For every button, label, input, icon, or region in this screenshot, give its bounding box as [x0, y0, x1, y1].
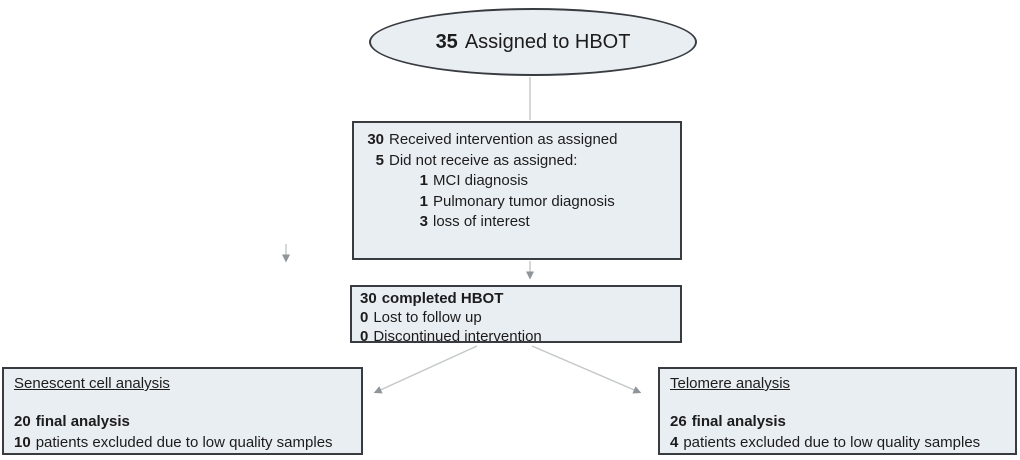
count-value: 3 — [419, 213, 428, 230]
count-value: 0 — [360, 309, 369, 326]
count-value: 10 — [14, 434, 31, 451]
count-value: 30 — [360, 290, 377, 307]
count-value: 26 — [670, 413, 687, 430]
senescent-box-title: Senescent cell analysis — [14, 375, 170, 392]
count-value: 1 — [419, 172, 428, 189]
assigned-count: 35 — [435, 30, 458, 53]
count-value: 20 — [14, 413, 31, 430]
telomere-box-title: Telomere analysis — [670, 375, 791, 392]
count-value: 4 — [670, 434, 679, 451]
count-value: 5 — [375, 151, 384, 169]
count-value: 30 — [367, 131, 384, 148]
assigned-ellipse: 35 Assigned to HBOT — [369, 8, 697, 76]
connector-completed-to-telomere — [531, 345, 642, 394]
count-value: 1 — [419, 192, 428, 210]
assigned-label: Assigned to HBOT — [464, 30, 631, 53]
count-value: 0 — [360, 328, 369, 345]
connector-completed-to-senescent — [373, 345, 478, 394]
